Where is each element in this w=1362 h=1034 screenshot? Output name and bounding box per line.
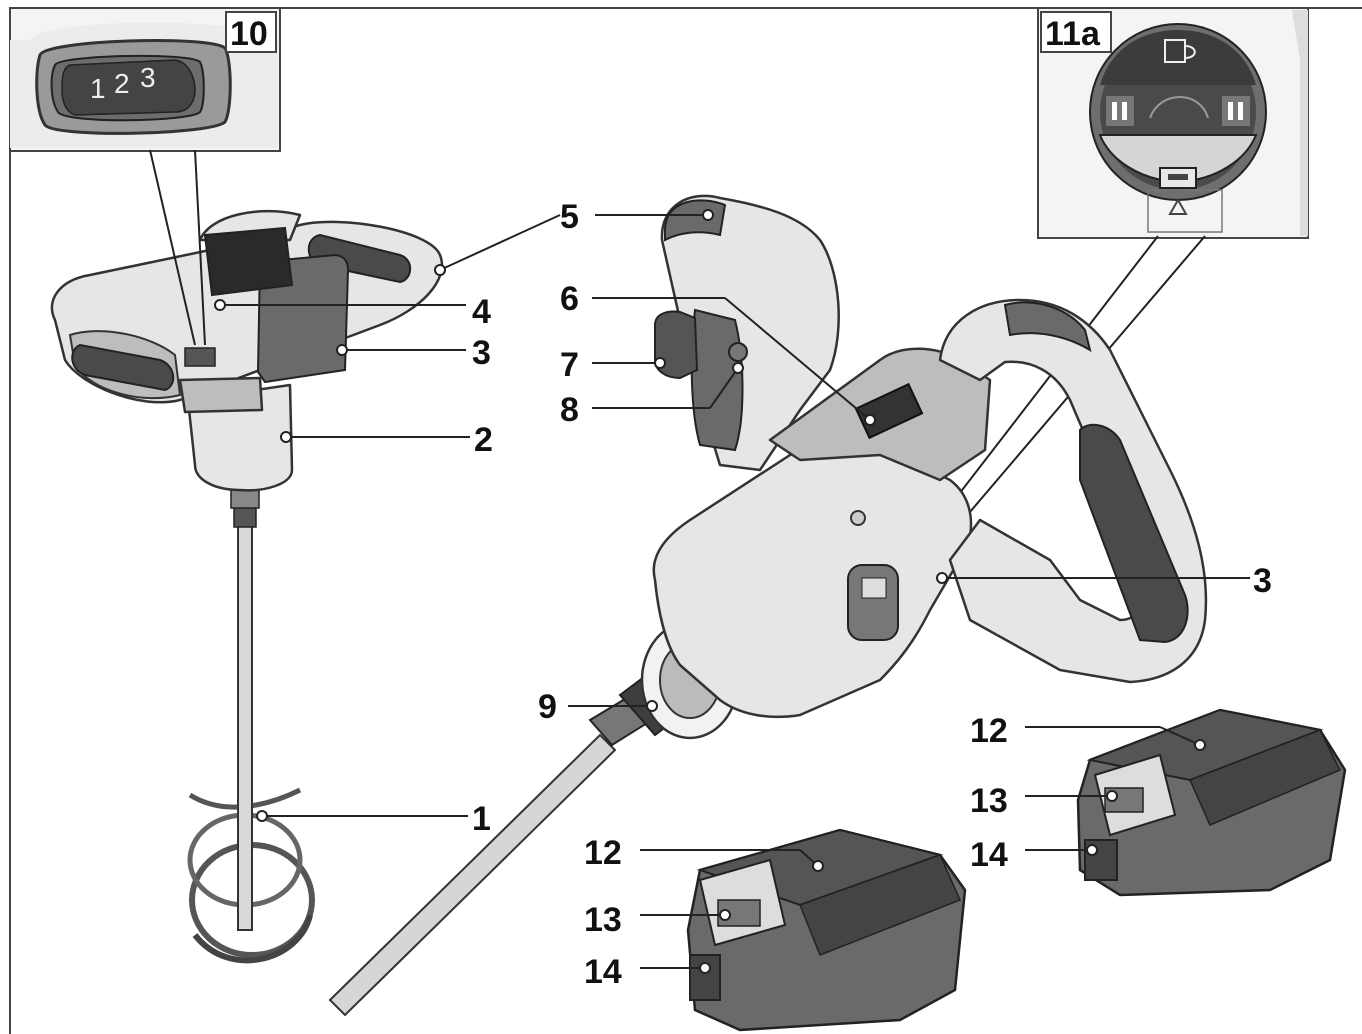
mixer-small-view — [50, 209, 444, 964]
battery-pack-rear — [1076, 708, 1347, 897]
callout-12-front: 12 — [584, 834, 622, 872]
speed-dial-small — [184, 347, 216, 367]
speed-digit-1: 1 — [90, 73, 106, 104]
speed-digit-2: 2 — [114, 68, 130, 99]
inset-gear-switch: 11a — [1037, 7, 1309, 239]
callout-5: 5 — [560, 198, 579, 236]
callout-3-large: 3 — [1253, 562, 1272, 600]
inset-label-11a: 11a — [1045, 15, 1101, 53]
callout-9: 9 — [538, 688, 557, 726]
callout-2: 2 — [474, 421, 493, 459]
right-grip — [307, 233, 412, 284]
mixing-shaft-large — [328, 733, 617, 1017]
battery-pack-front — [686, 828, 967, 1032]
trigger-button — [728, 342, 748, 362]
mixer-large-view — [328, 194, 1208, 1017]
callout-12-rear: 12 — [970, 712, 1008, 750]
callout-4: 4 — [472, 293, 491, 331]
speed-digit-3: 3 — [140, 62, 156, 93]
inset-speed-selector: 1 2 3 10 — [9, 7, 281, 152]
front-grip — [1079, 423, 1189, 644]
callout-13-rear: 13 — [970, 782, 1008, 820]
callouts: 1 2 3 4 5 6 7 8 9 — [214, 198, 1272, 991]
callout-7: 7 — [560, 346, 579, 384]
inset-label-10: 10 — [230, 15, 268, 53]
mixing-shaft — [237, 519, 253, 931]
callout-1: 1 — [472, 800, 491, 838]
callout-6: 6 — [560, 280, 579, 318]
gear-switch — [847, 564, 899, 641]
callout-3-small: 3 — [472, 334, 491, 372]
callout-14-rear: 14 — [970, 836, 1008, 874]
callout-8: 8 — [560, 391, 579, 429]
motor-housing — [652, 442, 973, 719]
callout-13-front: 13 — [584, 901, 622, 939]
callout-14-front: 14 — [584, 953, 622, 991]
left-grip — [71, 343, 175, 392]
